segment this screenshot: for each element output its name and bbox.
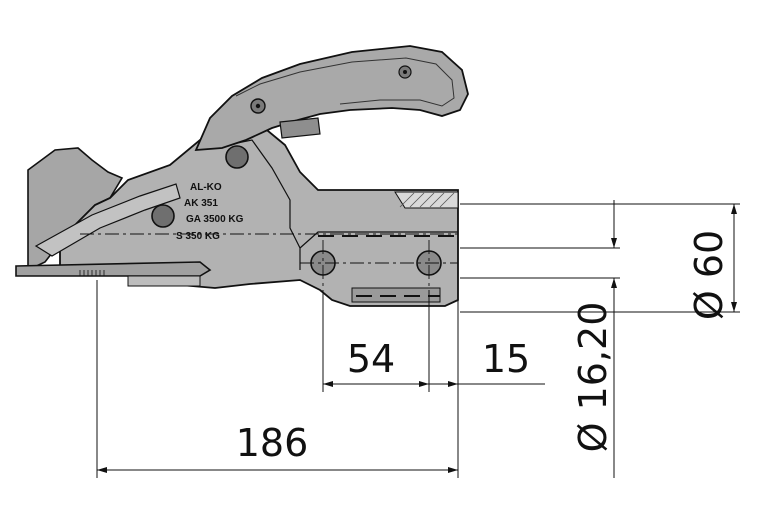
center-lines	[80, 233, 458, 290]
dimension-lines	[97, 200, 737, 478]
dim-ball-diameter: Ø 60	[687, 230, 731, 320]
emboss-line-3: GA 3500 KG	[186, 214, 244, 225]
coupling-handle	[194, 45, 469, 152]
embossed-marking: AL-KO AK 351 GA 3500 KG S 350 KG	[176, 182, 244, 242]
emboss-line-2: AK 351	[184, 198, 218, 209]
side-hole	[151, 204, 175, 228]
dim-overall-length: 186	[236, 421, 309, 465]
emboss-line-4: S 350 KG	[176, 231, 220, 242]
coupling-body	[15, 123, 459, 307]
dim-hole-to-front: 15	[482, 337, 530, 381]
dim-hole-spacing: 54	[347, 337, 395, 381]
extension-lines	[96, 203, 740, 478]
dim-hole-diameter: Ø 16,20	[571, 302, 615, 453]
emboss-line-1: AL-KO	[190, 182, 222, 193]
upper-hole	[225, 145, 249, 169]
